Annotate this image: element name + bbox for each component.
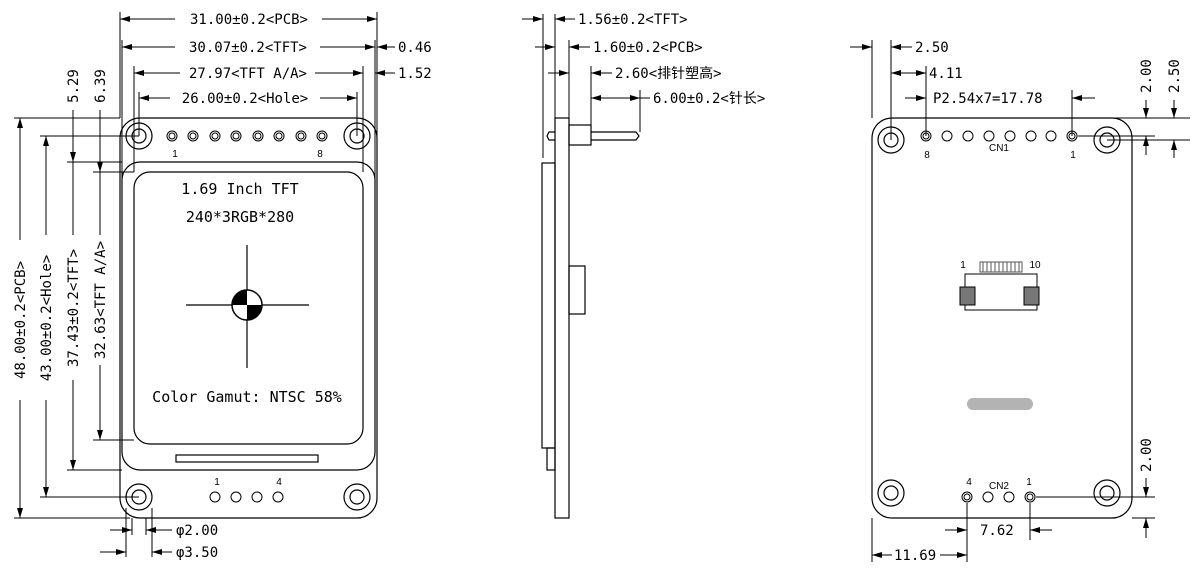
resolution: 240*3RGB*280 [186, 208, 294, 226]
active-area [133, 171, 364, 445]
dim-cn2-offset: 11.69 [894, 548, 936, 564]
top-pins [166, 130, 328, 142]
dim-pin-length: 6.00±0.2<针长> [653, 91, 765, 107]
pcb-back-outline [871, 117, 1133, 519]
dim-back-offset: 2.00 [1139, 438, 1155, 472]
dim-tft-height: 37.43±0.2<TFT> [66, 249, 82, 367]
dim-aa-width: 27.97<TFT A/A> [189, 66, 307, 82]
dim-hole-inner: φ2.00 [176, 523, 218, 539]
screen-title: 1.69 Inch TFT [181, 180, 298, 198]
dim-back-offset: 4.11 [929, 66, 963, 82]
pcb-side [554, 117, 570, 519]
dim-header-height: 2.60<排针塑高> [615, 65, 722, 82]
cn2-label: CN2 [989, 481, 1009, 492]
bottom-pin-label: 1 [214, 477, 220, 488]
dim-back-offset: 2.00 [1139, 59, 1155, 93]
fpc-pin-label: 10 [1029, 260, 1041, 271]
color-gamut: Color Gamut: NTSC 58% [152, 388, 342, 406]
back-mounting-holes [877, 126, 1121, 507]
tft-side [541, 162, 556, 449]
back-dimension-lines [850, 40, 1190, 562]
dim-tft-thickness: 1.56±0.2<TFT> [578, 12, 688, 28]
fpc-pin-label: 1 [960, 260, 966, 271]
bottom-pins [209, 491, 284, 503]
cn2-pin-label: 1 [1026, 477, 1032, 488]
dim-tft-width: 30.07±0.2<TFT> [189, 40, 307, 56]
slot [967, 398, 1033, 410]
dim-pcb-height: 48.00±0.2<PCB> [13, 261, 29, 379]
dim-offset: 6.39 [93, 69, 109, 103]
fpc-connector-side [568, 265, 586, 315]
pcb-outline [119, 117, 378, 519]
dim-hole-height: 43.00±0.2<Hole> [39, 255, 55, 381]
side-view: 1.56±0.2<TFT> 1.60±0.2<PCB> 2.60<排针塑高> 6… [522, 12, 765, 519]
dim-pcb-thickness: 1.60±0.2<PCB> [593, 40, 703, 56]
cn1-pin-label: 8 [924, 150, 930, 161]
dim-pcb-width: 31.00±0.2<PCB> [190, 12, 308, 28]
back-view: 8 CN1 1 1 10 4 CN2 1 [850, 40, 1190, 564]
cn2-pin-label: 4 [966, 477, 972, 488]
dim-offset: 5.29 [66, 69, 82, 103]
bottom-pin-label: 4 [276, 477, 282, 488]
dim-hole-span: 26.00±0.2<Hole> [182, 91, 308, 107]
fpc-connector [959, 261, 1040, 311]
cn1-pin-label: 1 [1070, 150, 1076, 161]
dim-pin-pitch: P2.54x7=17.78 [933, 91, 1043, 107]
dim-aa-height: 32.63<TFT A/A> [93, 241, 109, 359]
front-dimension-lines [14, 12, 395, 557]
dim-back-offset: 2.50 [1167, 59, 1183, 93]
cn1-label: CN1 [989, 143, 1009, 154]
front-view: 1 8 1 4 1.69 Inch TFT 240*3RGB*280 Color… [13, 12, 432, 561]
pin-side [546, 131, 640, 141]
dim-offset: 1.52 [398, 66, 432, 82]
tft-outline [121, 161, 376, 471]
dim-offset: 0.46 [398, 40, 432, 56]
dim-back-offset: 2.50 [915, 40, 949, 56]
fpc-bar [175, 454, 319, 463]
dim-cn2-span: 7.62 [980, 523, 1014, 539]
pin-label-1: 1 [172, 149, 178, 160]
pin-header-side [568, 124, 592, 146]
pin-label-8: 8 [317, 149, 323, 160]
crosshair-icon [186, 245, 309, 368]
cn2-pins [961, 491, 1036, 503]
dim-hole-outer: φ3.50 [176, 545, 218, 561]
cn1-pins [920, 130, 1078, 142]
